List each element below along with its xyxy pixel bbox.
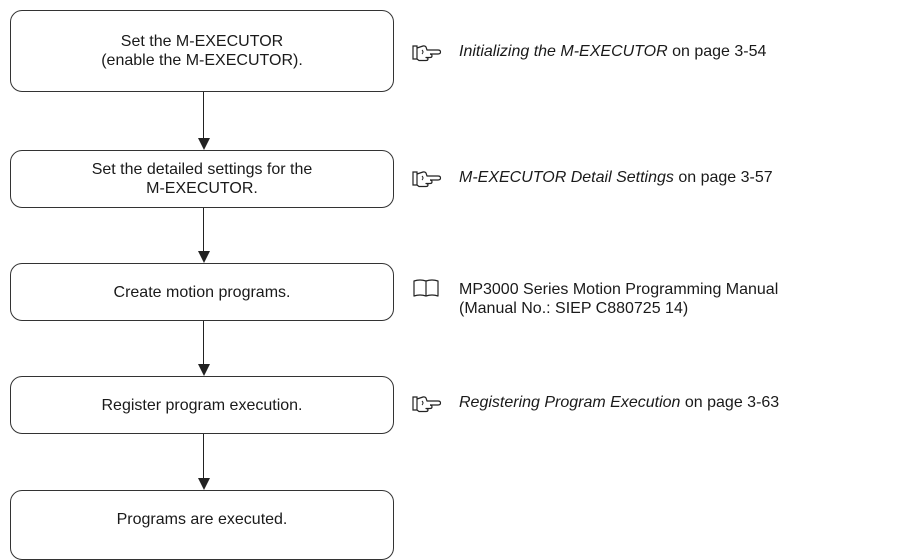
reference-3-line-1: MP3000 Series Motion Programming Manual — [459, 281, 779, 298]
connector-1-2 — [203, 92, 205, 139]
arrowhead-1-2 — [198, 138, 210, 150]
flow-step-5: Programs are executed. — [10, 490, 394, 560]
reference-4: Registering Program Execution on page 3-… — [412, 393, 779, 413]
connector-4-5 — [203, 434, 205, 479]
flow-step-3-text: Create motion programs. — [113, 283, 291, 301]
arrowhead-3-4 — [198, 364, 210, 376]
reference-2: M-EXECUTOR Detail Settings on page 3-57 — [412, 168, 773, 188]
flow-step-2: Set the detailed settings for the M-EXEC… — [10, 150, 394, 208]
reference-4-suffix: on page 3-63 — [680, 394, 780, 411]
pointing-hand-icon — [412, 42, 442, 62]
flow-step-2-text: Set the detailed settings for the M-EXEC… — [91, 161, 313, 197]
flow-step-1: Set the M-EXECUTOR (enable the M-EXECUTO… — [10, 10, 394, 92]
arrowhead-4-5 — [198, 478, 210, 490]
reference-1-title: Initializing the M-EXECUTOR — [459, 43, 668, 60]
flow-step-5-text: Programs are executed. — [116, 510, 288, 528]
flow-step-4-text: Register program execution. — [101, 396, 303, 414]
connector-3-4 — [203, 321, 205, 365]
reference-3-line-2: (Manual No.: SIEP C880725 14) — [459, 300, 689, 317]
reference-2-title: M-EXECUTOR Detail Settings — [459, 169, 674, 186]
arrowhead-2-3 — [198, 251, 210, 263]
reference-4-title: Registering Program Execution — [459, 394, 681, 411]
connector-2-3 — [203, 208, 205, 252]
open-book-icon — [412, 278, 442, 298]
reference-2-suffix: on page 3-57 — [673, 169, 773, 186]
reference-1-suffix: on page 3-54 — [667, 43, 767, 60]
flow-step-3: Create motion programs. — [10, 263, 394, 321]
pointing-hand-icon — [412, 168, 442, 188]
reference-1: Initializing the M-EXECUTOR on page 3-54 — [412, 42, 766, 62]
reference-3: MP3000 Series Motion Programming Manual … — [412, 278, 779, 318]
pointing-hand-icon — [412, 393, 442, 413]
flow-step-1-text: Set the M-EXECUTOR (enable the M-EXECUTO… — [101, 33, 303, 69]
flow-step-4: Register program execution. — [10, 376, 394, 434]
